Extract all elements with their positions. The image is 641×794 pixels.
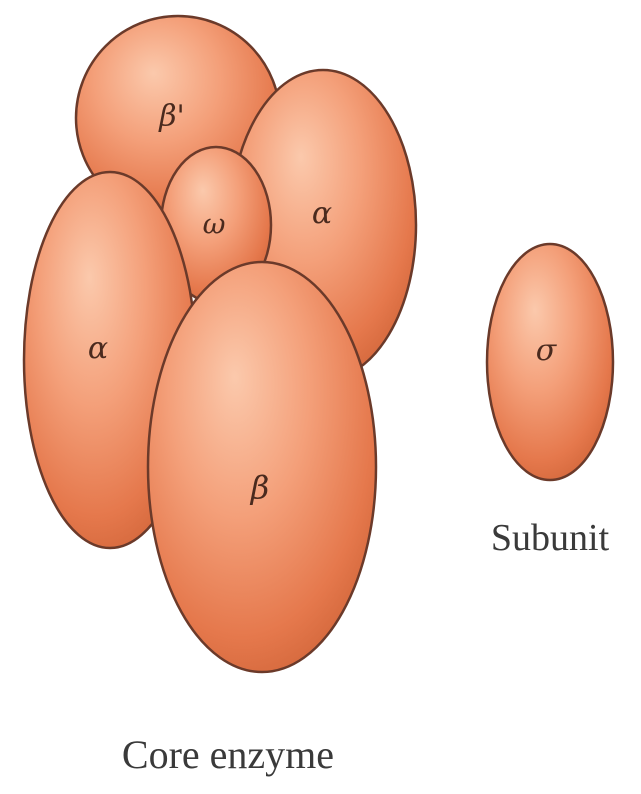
core-enzyme-caption: Core enzyme (122, 732, 334, 777)
sigma-group: σ Subunit (487, 244, 613, 559)
subunit-caption: Subunit (491, 517, 610, 559)
core-enzyme: β' α ω α β Core enzyme (24, 16, 416, 777)
alpha-right-label: α (312, 196, 332, 231)
sigma-subunit: σ (487, 244, 613, 480)
omega-label: ω (203, 208, 226, 241)
beta-subunit: β (148, 262, 376, 672)
alpha-left-label: α (88, 331, 108, 366)
beta-label: β (250, 469, 270, 507)
sigma-label: σ (536, 333, 558, 368)
beta-prime-label: β' (158, 99, 185, 134)
